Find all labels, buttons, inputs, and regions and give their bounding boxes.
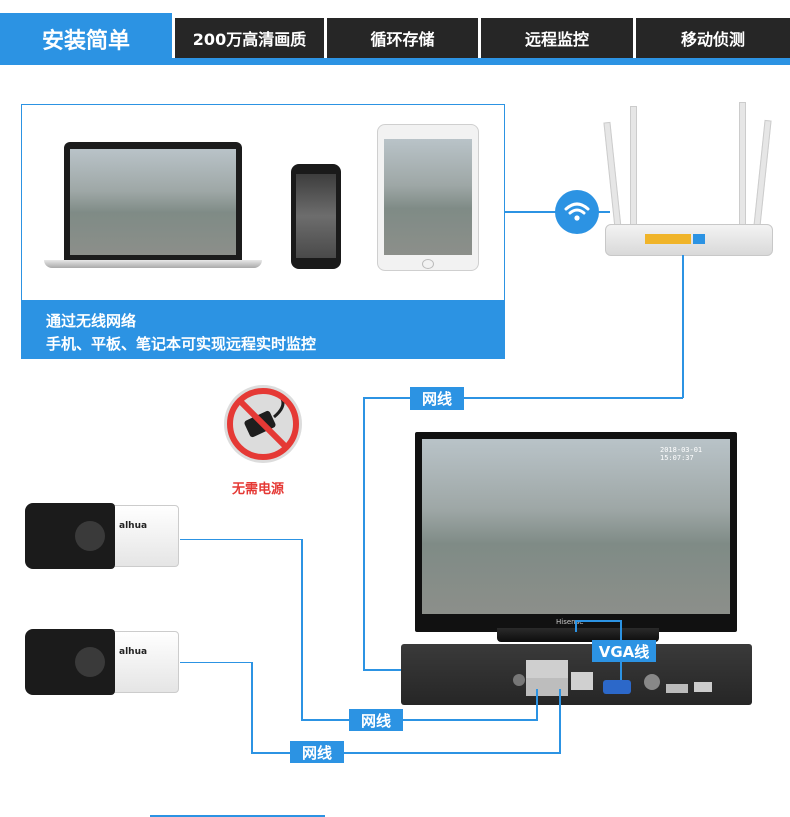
phone-icon [291,164,341,269]
label-cable-camera2: 网线 [290,741,344,763]
camera2-cable-d [559,689,561,754]
bottom-rule [150,815,325,817]
wifi-icon [555,190,599,234]
monitor-icon: 2018-03-01 15:07:37 Hisense [415,432,737,632]
camera2-cable-c [251,752,560,754]
router-cable-horizontal [363,397,683,399]
camera-icon: alhua [25,623,179,701]
monitor-timestamp: 2018-03-01 15:07:37 [660,446,703,462]
tablet-icon [377,124,479,271]
nvr-icon [401,644,752,705]
router-cable-down [363,397,365,670]
tab-remote-monitor[interactable]: 远程监控 [481,18,633,58]
label-cable-router: 网线 [410,387,464,410]
camera2-cable-a [180,662,252,663]
vga-cable-top [575,620,621,622]
label-cable-camera1: 网线 [349,709,403,731]
panel-caption: 通过无线网络 手机、平板、笔记本可实现远程实时监控 [21,300,505,359]
no-power-label: 无需电源 [232,482,285,497]
camera1-cable-d [536,689,538,721]
tab-motion-detect[interactable]: 移动侦测 [636,18,790,58]
camera-brand-1: alhua [119,521,148,531]
camera1-cable-c [301,719,537,721]
no-power-icon [224,385,302,463]
panel-caption-line2: 手机、平板、笔记本可实现远程实时监控 [46,335,317,353]
monitor-brand: Hisense [556,618,584,626]
tab-install-easy[interactable]: 安装简单 [0,13,172,65]
camera-icon: alhua [25,497,179,575]
camera1-cable-b [301,539,303,720]
panel-caption-line1: 通过无线网络 [46,312,137,330]
label-vga: VGA线 [592,640,656,662]
laptop-icon [44,142,262,270]
tab-loop-storage[interactable]: 循环存储 [327,18,478,58]
tab-underline [0,58,790,65]
router-cable-vertical [682,255,684,398]
router-icon [603,102,773,256]
tab-hd-quality[interactable]: 200万高清画质 [175,18,324,58]
camera-brand-2: alhua [119,647,148,657]
camera1-cable-a [180,539,302,540]
monitor-stand [497,628,659,642]
camera2-cable-b [251,662,253,753]
vga-cable-stub [575,620,577,632]
